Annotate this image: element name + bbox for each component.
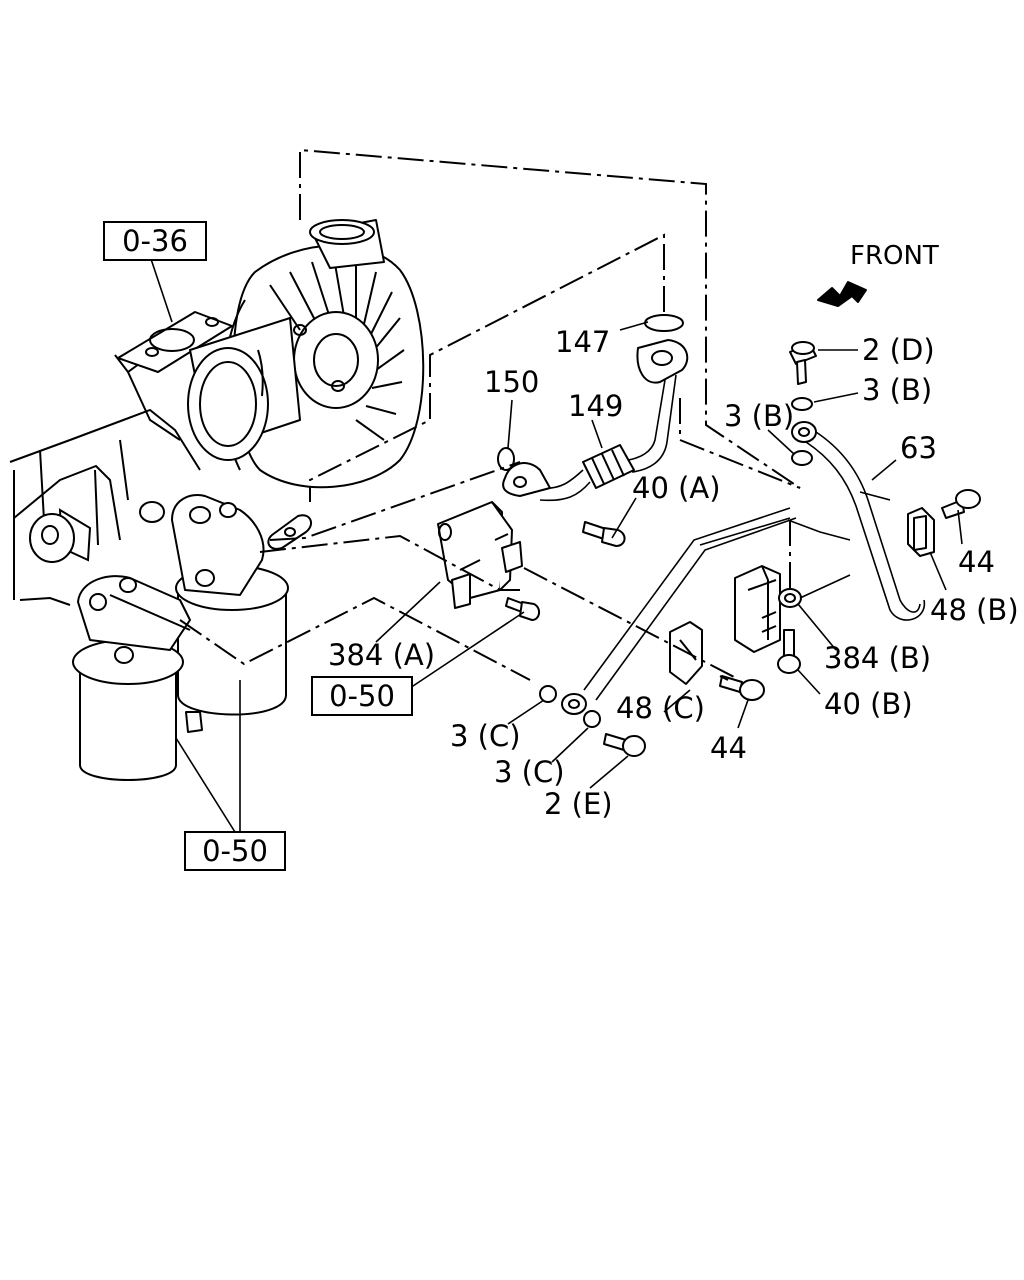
- callout-149: 149: [568, 389, 623, 423]
- clip-48b: [907, 507, 935, 557]
- assembly-lines: [179, 148, 801, 681]
- callout-150: 150: [484, 365, 539, 399]
- o-ring-150: [497, 447, 515, 471]
- oil-pipe-149: [502, 339, 689, 502]
- callout-3b-left: 3 (B): [724, 399, 794, 433]
- callout-44-mid: 44: [710, 731, 747, 765]
- callout-2e: 2 (E): [544, 787, 613, 821]
- oil-filter-front: [72, 575, 191, 781]
- callout-3c-b: 3 (C): [494, 755, 565, 789]
- bracket-384b: [734, 565, 802, 653]
- bolt-384a: [505, 597, 540, 621]
- callout-40b: 40 (B): [824, 687, 913, 721]
- ref-050-mid-label: 0-50: [329, 679, 395, 713]
- washer-3c-right: [583, 710, 601, 728]
- bolt-40b: [777, 629, 801, 674]
- callout-2d: 2 (D): [862, 333, 935, 367]
- bolt-44-right: [941, 489, 981, 519]
- bolt-2e: [603, 733, 646, 757]
- oil-pipe-63: [561, 421, 926, 715]
- washer-3b-lower: [791, 450, 813, 466]
- callout-48c: 48 (C): [616, 691, 705, 725]
- callout-40a: 40 (A): [632, 471, 721, 505]
- ref-box-036[interactable]: 0-36: [103, 221, 207, 261]
- callout-44-right: 44: [958, 545, 995, 579]
- turbocharger: [187, 219, 425, 489]
- bolt-2d: [789, 341, 817, 385]
- callout-3c-a: 3 (C): [450, 719, 521, 753]
- callout-3b-right: 3 (B): [862, 373, 932, 407]
- exhaust-flange: [117, 311, 233, 373]
- callout-48b: 48 (B): [930, 593, 1019, 627]
- o-ring-147: [644, 314, 684, 332]
- ref-036-label: 0-36: [122, 224, 188, 258]
- ref-box-050-bottom[interactable]: 0-50: [184, 831, 286, 871]
- oil-filter-rear: [171, 494, 289, 733]
- bracket-384a: [437, 501, 523, 609]
- engine-block: [9, 329, 201, 606]
- front-label: FRONT: [850, 241, 939, 271]
- callout-384a: 384 (A): [328, 638, 435, 672]
- washer-3c-left: [539, 685, 557, 703]
- callout-384b: 384 (B): [824, 641, 931, 675]
- bolt-44-mid: [719, 675, 765, 701]
- leader-lines: [149, 255, 963, 841]
- callout-147: 147: [555, 325, 610, 359]
- gasket-oil-inlet: [267, 514, 313, 550]
- front-arrow-icon: [817, 281, 867, 307]
- bolt-40a: [582, 521, 626, 547]
- callout-63: 63: [900, 431, 937, 465]
- ref-050-bottom-label: 0-50: [202, 834, 268, 868]
- ref-box-050-mid[interactable]: 0-50: [311, 676, 413, 716]
- washer-3b-upper: [791, 397, 813, 411]
